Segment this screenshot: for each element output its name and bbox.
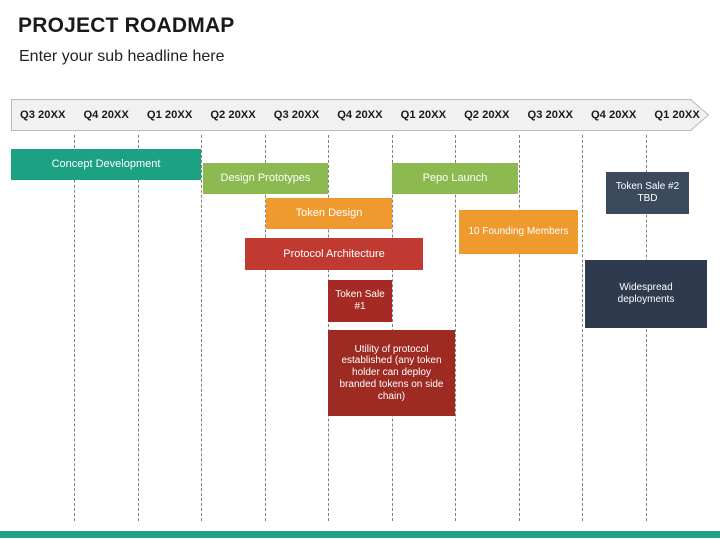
page-subtitle: Enter your sub headline here xyxy=(19,48,225,65)
timeline-header: Q3 20XX Q4 20XX Q1 20XX Q2 20XX Q3 20XX Q4 20… xyxy=(11,99,709,131)
gridline-3 xyxy=(201,135,202,521)
task-bar-token-sale-1[interactable]: Token Sale #1 xyxy=(328,280,392,322)
task-bar-ten-founding-members[interactable]: 10 Founding Members xyxy=(459,210,578,254)
task-label: Design Prototypes xyxy=(220,172,311,185)
task-label: Widespread deployments xyxy=(617,282,675,305)
task-label: Protocol Architecture xyxy=(283,247,385,260)
quarter-label-row: Q3 20XX Q4 20XX Q1 20XX Q2 20XX Q3 20XX Q4 20… xyxy=(11,99,709,131)
task-bar-token-sale-2-tbd[interactable]: Token Sale #2 TBD xyxy=(606,172,689,214)
quarter-label-10: Q4 20XX xyxy=(590,109,637,121)
page-title: PROJECT ROADMAP xyxy=(18,14,235,37)
task-bar-concept-development[interactable]: Concept Development xyxy=(11,149,201,180)
footer-accent-bar xyxy=(0,531,720,538)
task-bar-token-design[interactable]: Token Design xyxy=(266,198,392,229)
quarter-label-4: Q2 20XX xyxy=(210,109,256,121)
quarter-label-9: Q3 20XX xyxy=(527,109,573,121)
quarter-label-8: Q2 20XX xyxy=(464,109,510,121)
gridline-5 xyxy=(328,135,329,521)
task-bar-pepo-launch[interactable]: Pepo Launch xyxy=(392,163,518,194)
task-label: Pepo Launch xyxy=(422,172,488,185)
gridline-1 xyxy=(74,135,75,521)
gridline-6 xyxy=(392,135,393,521)
task-label: 10 Founding Members xyxy=(468,226,569,238)
task-label: Token Sale #2 TBD xyxy=(615,181,680,204)
task-label: Utility of protocol established (any tok… xyxy=(339,343,444,402)
task-label: Concept Development xyxy=(51,158,161,171)
gridline-2 xyxy=(138,135,139,521)
task-bar-protocol-architecture[interactable]: Protocol Architecture xyxy=(245,238,423,270)
quarter-label-7: Q1 20XX xyxy=(400,109,447,121)
quarter-label-1: Q3 20XX xyxy=(20,109,66,121)
gridline-4 xyxy=(265,135,266,521)
gridline-9 xyxy=(582,135,583,521)
task-bar-utility-of-protocol[interactable]: Utility of protocol established (any tok… xyxy=(328,330,455,416)
task-label: Token Sale #1 xyxy=(335,289,385,312)
gridline-7 xyxy=(455,135,456,521)
task-label: Token Design xyxy=(295,207,363,220)
gridline-8 xyxy=(519,135,520,521)
task-bar-design-prototypes[interactable]: Design Prototypes xyxy=(203,163,328,194)
gridline-10 xyxy=(646,135,647,521)
quarter-label-5: Q3 20XX xyxy=(273,109,320,121)
task-bar-widespread-deployments[interactable]: Widespread deployments xyxy=(585,260,707,328)
quarter-label-6: Q4 20XX xyxy=(337,109,383,121)
quarter-label-2: Q4 20XX xyxy=(83,109,129,121)
quarter-label-11: Q1 20XX xyxy=(654,109,700,121)
quarter-label-3: Q1 20XX xyxy=(146,109,193,121)
